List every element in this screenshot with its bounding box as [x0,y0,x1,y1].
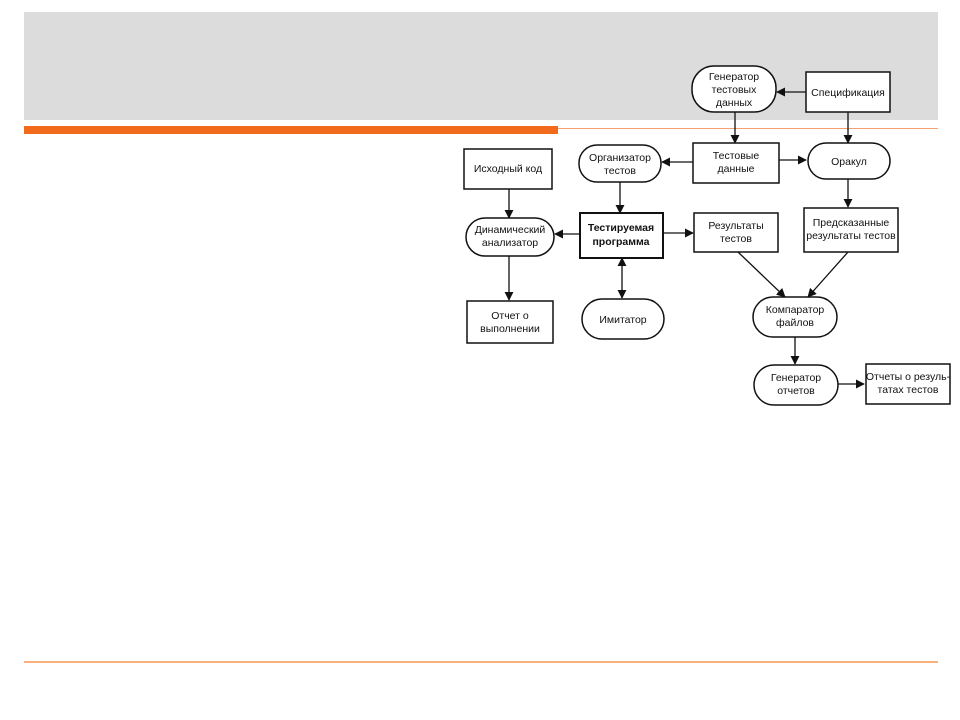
node-oracle: Оракул [807,142,891,180]
node-label-line: Генератор [771,372,821,384]
node-specification: Спецификация [805,71,891,113]
slide-header-band [24,12,938,120]
node-simulator: Имитатор [581,298,665,340]
node-label-line: Отчет о [491,310,529,322]
node-label-line: Предсказанные [813,217,890,229]
node-label-line: тестов [604,165,636,177]
node-label-line: татах тестов [878,384,939,396]
node-dynamic-analyzer: Динамический анализатор [465,217,555,257]
node-label-line: данных [716,97,753,109]
node-label-line: данные [718,163,755,175]
header-accent-bar [24,126,558,134]
node-label-line: выполнении [480,323,540,335]
node-label-line: тестов [720,233,752,245]
node-label-line: Отчеты о резуль- [866,371,951,383]
node-label-line: файлов [776,317,814,329]
node-label-line: Динамический [475,224,546,236]
node-test-result-reports: Отчеты о резуль- татах тестов [865,363,951,405]
node-label-line: Имитатор [599,314,646,326]
node-execution-report: Отчет о выполнении [466,300,554,344]
node-label-line: Компаратор [766,304,825,316]
edge-results-to-comparator [737,251,786,298]
node-test-organizer: Организатор тестов [578,144,662,183]
node-report-generator: Генератор отчетов [753,364,839,406]
diagram-nodes: Генератор тестовых данных Спецификация И… [463,65,951,406]
node-label-line: Спецификация [811,87,885,99]
header-accent-line [558,128,938,129]
node-label-line: тестовых [712,84,757,96]
node-test-results: Результаты тестов [693,212,779,253]
node-label-line: Тестируемая [588,222,654,234]
node-predicted-results: Предсказанные результаты тестов [803,207,899,253]
node-label-line: отчетов [777,385,815,397]
edge-predicted-to-comparator [807,251,849,298]
node-program-under-test: Тестируемая программа [579,212,664,259]
node-label-line: результаты тестов [806,230,896,242]
node-source-code: Исходный код [463,148,553,190]
node-test-data: Тестовые данные [692,142,780,184]
node-label-line: программа [592,236,649,248]
node-label-line: Тестовые [713,150,760,162]
node-label-line: Организатор [589,152,651,164]
node-label-line: Исходный код [474,163,542,175]
node-test-data-generator: Генератор тестовых данных [691,65,777,113]
node-file-comparator: Компаратор файлов [752,296,838,338]
diagram-edges [504,87,865,389]
footer-line [24,661,938,663]
node-label-line: Оракул [831,156,867,168]
node-label-line: анализатор [482,237,538,249]
node-label-line: Генератор [709,71,759,83]
node-label-line: Результаты [708,220,763,232]
